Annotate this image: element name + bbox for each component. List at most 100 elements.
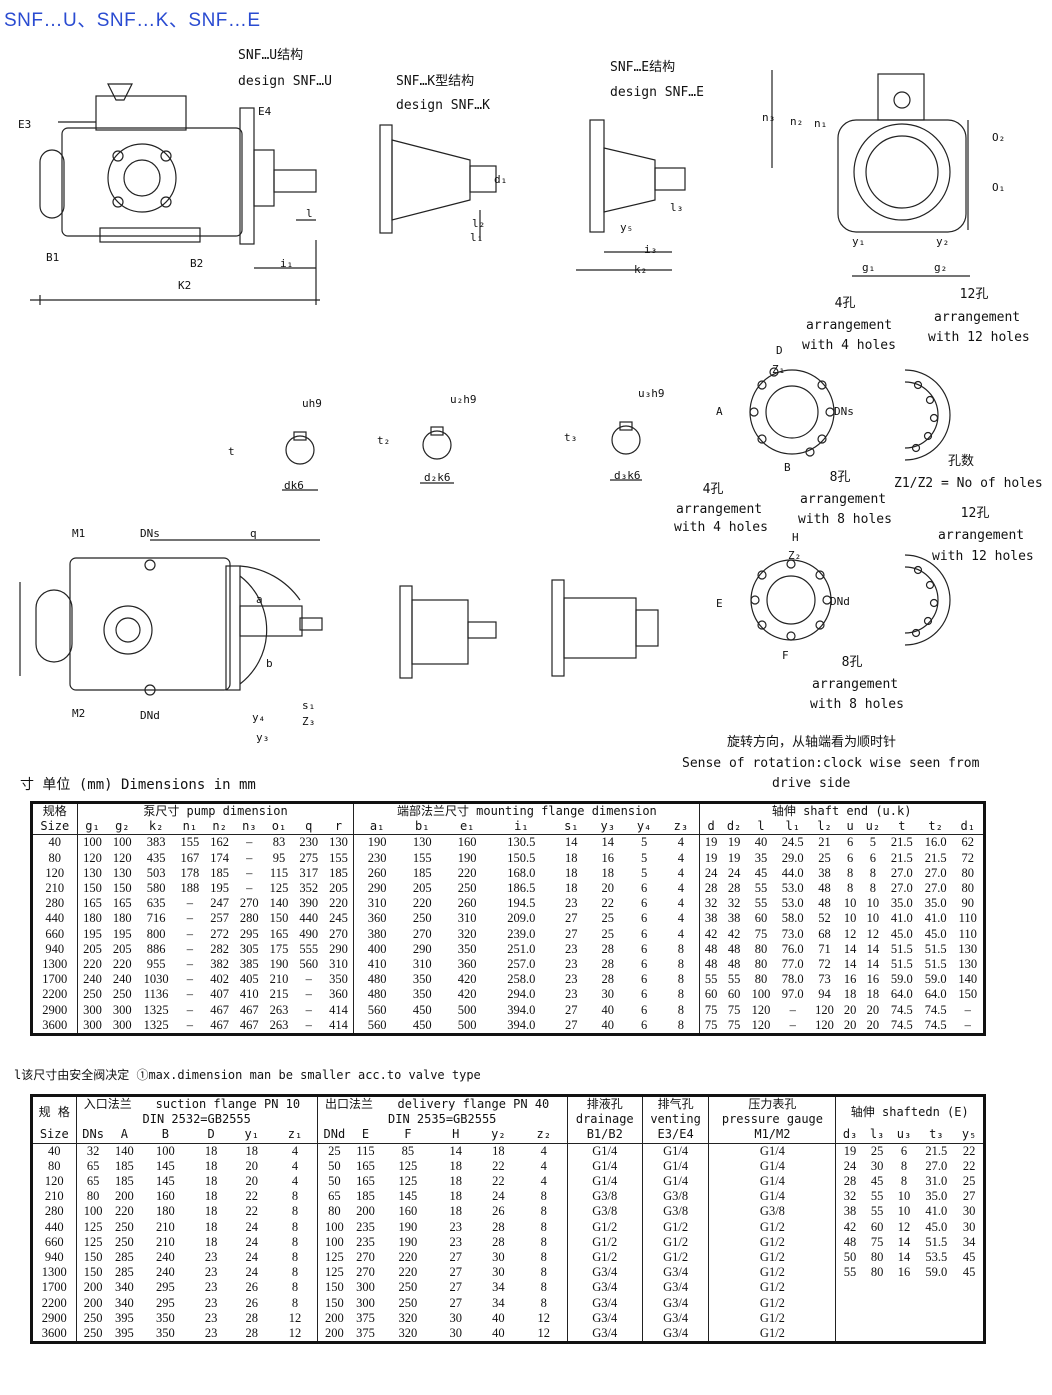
table-cell: 310 [457, 911, 477, 926]
table-cell: G3/4 [642, 1325, 710, 1343]
table-cell: 72 [961, 850, 975, 865]
table-cell: 80 [86, 1189, 100, 1204]
table-cell: 18 [204, 1158, 218, 1173]
table-cell: 50 [328, 1174, 341, 1189]
table-cell: 60 [870, 1219, 884, 1234]
table-cell [917, 1311, 955, 1326]
table-cell: 14 [897, 1249, 911, 1264]
table-cell: 145 [156, 1158, 175, 1173]
label-i3: i₃ [644, 243, 658, 256]
table-cell: 1300 [31, 956, 78, 973]
table-cell [955, 1326, 984, 1343]
rotation-cn: 旋转方向，从轴端看为顺时针 [727, 735, 897, 750]
table-cell: 120 [751, 1002, 771, 1017]
table-cell: 560 [367, 1017, 387, 1032]
table-cell [891, 1280, 918, 1295]
table-cell: 23 [204, 1265, 218, 1280]
table-cell: 190 [367, 835, 387, 850]
table-cell: 8 [520, 1234, 568, 1250]
table-cell: 155 [180, 835, 200, 850]
table-cell: 270 [356, 1265, 375, 1280]
table-cell: 210 [156, 1219, 175, 1234]
table-cell: 375 [356, 1310, 375, 1325]
table-cell: 30 [492, 1249, 505, 1264]
table-cell: G3/8 [708, 1204, 837, 1220]
table-cell: 130 [83, 865, 102, 880]
table-cell: G1/2 [708, 1295, 837, 1311]
table-cell [917, 1295, 955, 1310]
table-cell: 12 [866, 926, 880, 941]
table-cell: 100 [112, 835, 132, 850]
table-cell: 220 [114, 1204, 134, 1219]
t2-suction-std: DIN 2532=GB2555 [76, 1112, 318, 1128]
table-cell: 10 [897, 1204, 911, 1219]
table-cell: 4 [520, 1173, 568, 1190]
table-cell: 22 [492, 1158, 505, 1173]
table-cell: 120 [83, 850, 102, 865]
label-n1: n₁ [814, 117, 828, 130]
table-cell: 75 [727, 1017, 741, 1032]
table-cell: 660 [31, 926, 78, 942]
table-cell: 64.0 [924, 987, 947, 1002]
table-cell: 60 [704, 987, 718, 1002]
t1-flange-header: 端部法兰尺寸 mounting flange dimension [353, 802, 701, 820]
table-cell: 4 [662, 865, 701, 881]
table-cell: 120 [112, 850, 132, 865]
table-cell: 1700 [31, 972, 78, 988]
table-cell: 100 [83, 835, 102, 850]
table-cell: 55 [754, 881, 768, 896]
table-cell: 270 [412, 926, 432, 941]
t1-col-header: a₁ [369, 819, 385, 834]
table-cell: 23 [204, 1295, 218, 1310]
t1-col-header: n₃ [242, 819, 257, 834]
table-cell: 635 [146, 896, 166, 911]
table-cell: 150 [958, 987, 978, 1002]
table-cell: 6 [869, 850, 877, 865]
table-cell: 28 [601, 972, 614, 987]
table-cell: 375 [356, 1325, 375, 1340]
table-cell: 80 [870, 1249, 884, 1264]
table-cell: 295 [156, 1280, 175, 1295]
label-b2: B2 [190, 257, 204, 270]
table-cell: 4 [520, 1158, 568, 1174]
t2-gauge-cn: 压力表孔 [708, 1095, 837, 1113]
table-cell: – [186, 972, 193, 987]
table-cell: 285 [114, 1265, 134, 1280]
t2-col-header: l₃ [869, 1127, 885, 1142]
table-cell: 30 [962, 1204, 976, 1219]
table-cell: 35 [754, 850, 768, 865]
table-cell: 27.0 [924, 881, 947, 896]
table-cell: 190 [398, 1234, 418, 1249]
table-cell [955, 1280, 984, 1295]
table-cell: 16.0 [924, 835, 947, 850]
table-cell: 41.0 [925, 1204, 948, 1219]
table-cell: 250 [114, 1234, 134, 1249]
table-cell: 165 [83, 896, 102, 911]
table-cell: 490 [299, 926, 319, 941]
table-cell: 250 [112, 987, 132, 1002]
table-cell: 19 [843, 1143, 857, 1158]
table-cell: 250 [412, 911, 432, 926]
table-cell: 467 [210, 1017, 229, 1032]
table-cell [864, 1295, 891, 1310]
table-cell: 250 [457, 881, 477, 896]
holes4-top-en1: arrangement [806, 318, 893, 333]
table-cell: 27 [565, 926, 578, 941]
table-cell: 275 [299, 850, 319, 865]
pump-k-view [379, 124, 497, 240]
table-cell: 210 [31, 1189, 77, 1205]
table-cell: 4 [273, 1158, 318, 1174]
table-cell: 40 [31, 834, 78, 851]
table-cell: 75 [870, 1234, 884, 1249]
table-cell: 175 [269, 941, 289, 956]
table-cell: 5 [641, 850, 648, 865]
table-cell: G1/2 [708, 1219, 837, 1235]
table-cell: 27 [565, 1017, 578, 1032]
table-cell: 22 [962, 1158, 976, 1173]
holes12-top-en2: with 12 holes [928, 330, 1030, 345]
t1-col-header: d₁ [960, 819, 975, 834]
holes12-top-cn: 12孔 [959, 287, 989, 302]
table-cell: 20 [843, 1017, 857, 1032]
t1-col-header: b₁ [415, 819, 430, 834]
